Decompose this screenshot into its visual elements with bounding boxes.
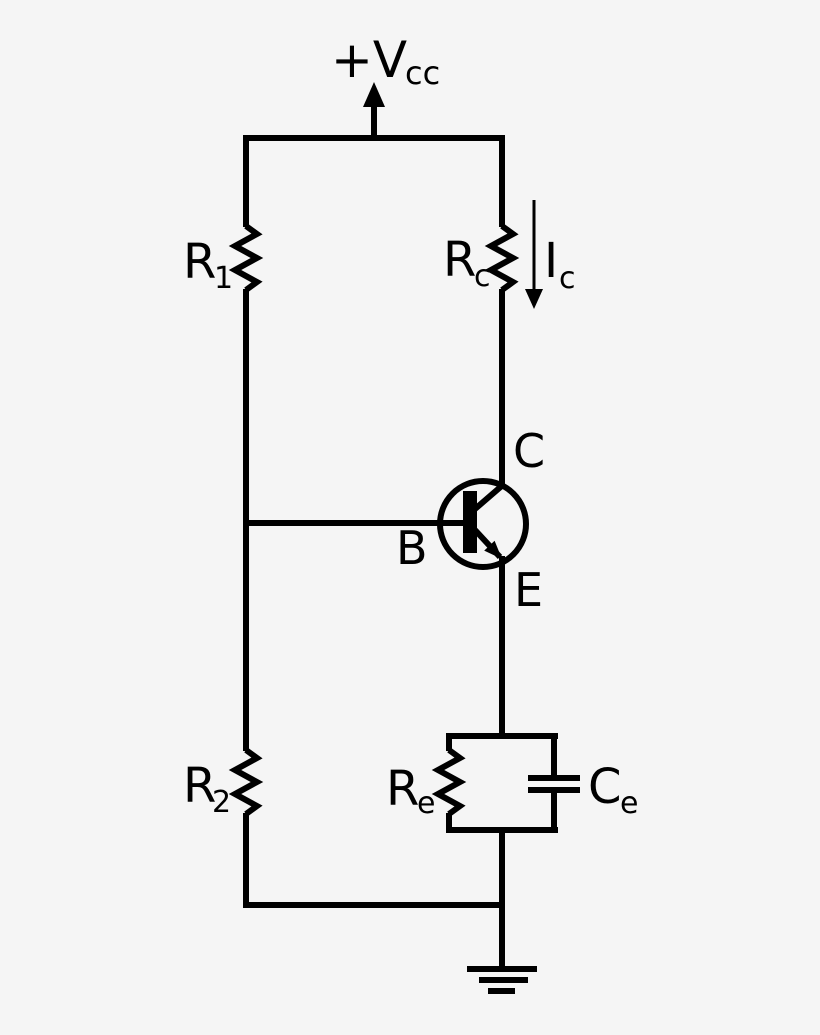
resistor-r2-label-main: R	[183, 758, 216, 814]
node-emitter-label: E	[514, 563, 543, 617]
supply-label-sub: cc	[405, 54, 440, 92]
capacitor-ce-label-main: C	[588, 759, 622, 815]
capacitor-ce-label-sub: e	[620, 786, 638, 821]
resistor-r1-label-sub: 1	[214, 261, 233, 296]
transistor-base-bar	[463, 491, 477, 553]
vcc-arrow-head	[363, 82, 385, 107]
resistor-rc-label-sub: c	[474, 259, 491, 294]
emitter-arrow-head	[484, 540, 502, 559]
bottom-rail-wire	[243, 813, 502, 908]
resistor-r2-symbol	[228, 747, 264, 817]
resistor-rc-label-main: R	[443, 232, 476, 288]
current-ic-label-main: I	[544, 233, 558, 289]
resistor-r2-label-sub: 2	[212, 785, 231, 820]
resistor-re-label-sub: e	[417, 786, 435, 821]
resistor-re-symbol	[431, 747, 467, 817]
ic-arrow-head	[525, 289, 543, 309]
resistor-re-label-main: R	[386, 761, 419, 817]
resistor-r1-label-main: R	[183, 234, 216, 290]
current-ic-label-sub: c	[559, 261, 576, 296]
transistor-body-circle	[437, 478, 529, 570]
resistor-r1-symbol	[228, 223, 264, 293]
node-collector-label: C	[513, 424, 545, 478]
supply-label-main: +V	[331, 31, 407, 89]
collector-lead	[473, 481, 506, 512]
resistor-rc-symbol	[484, 223, 520, 293]
node-base-label: B	[396, 521, 428, 575]
